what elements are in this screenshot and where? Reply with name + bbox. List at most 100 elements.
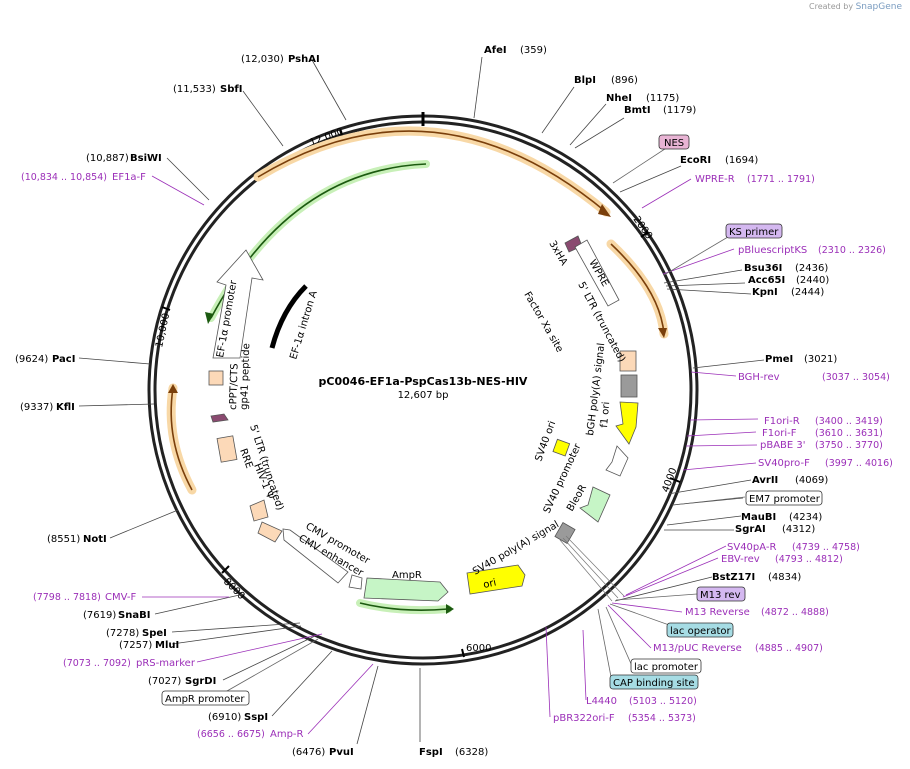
site-l4440[interactable]: L4440: [586, 696, 617, 707]
site-kfli[interactable]: KflI: [56, 402, 75, 413]
site-m13puc-pos: (4885 .. 4907): [755, 643, 823, 654]
site-pbr322[interactable]: pBR322ori-F: [553, 713, 615, 724]
site-ef1a-f[interactable]: EF1a-F: [112, 172, 146, 183]
orange-arc-top-line: [257, 130, 607, 213]
site-f1ori-r[interactable]: F1ori-R: [764, 416, 800, 427]
site-kpni[interactable]: KpnI: [752, 287, 778, 298]
site-nes: NES: [664, 138, 684, 149]
site-em7: EM7 promoter: [749, 494, 821, 505]
site-paci-pos: (9624): [15, 354, 48, 365]
cap-box[interactable]: [609, 674, 699, 690]
site-noti[interactable]: NotI: [83, 534, 107, 545]
site-wpre-r[interactable]: WPRE-R: [695, 174, 735, 185]
ampr-promoter-box[interactable]: [161, 690, 250, 706]
site-m13reverse[interactable]: M13 Reverse: [685, 607, 750, 618]
site-blpi[interactable]: BlpI: [574, 75, 596, 86]
green-arc-bottom-head: [446, 604, 454, 614]
site-m13reverse-pos: (4872 .. 4888): [761, 607, 829, 618]
site-avrii-pos: (4069): [795, 475, 828, 486]
site-sgrai-pos: (4312): [782, 524, 815, 535]
wpre-feature: [574, 239, 620, 307]
site-pvui[interactable]: PvuI: [329, 747, 354, 758]
site-avrii[interactable]: AvrII: [752, 475, 778, 486]
site-pmei[interactable]: PmeI: [765, 354, 793, 365]
label-f1ori: f1 ori: [599, 401, 612, 428]
tick-6000: 6000: [466, 643, 491, 654]
site-sgrai[interactable]: SgrAI: [735, 524, 766, 535]
site-f1ori-f[interactable]: F1ori-F: [762, 428, 797, 439]
branding: Created by SnapGene: [809, 2, 902, 12]
bgh-feature: [619, 350, 637, 372]
site-afei-pos: (359): [520, 45, 547, 56]
site-bsiwi-pos: (10,887): [86, 153, 129, 164]
em7-box[interactable]: [745, 490, 823, 506]
site-spei[interactable]: SpeI: [142, 628, 167, 639]
site-noti-pos: (8551): [47, 534, 80, 545]
site-pbabe3[interactable]: pBABE 3': [760, 440, 806, 451]
site-pbluescript[interactable]: pBluescriptKS: [738, 245, 807, 256]
label-gp41: gp41 peptide: [239, 343, 252, 410]
site-pvui-pos: (6476): [292, 747, 325, 758]
site-mlui-pos: (7257): [119, 640, 152, 651]
nes-box[interactable]: [658, 134, 690, 150]
site-pmei-pos: (3021): [804, 354, 837, 365]
site-l4440-pos: (5103 .. 5120): [629, 696, 697, 707]
site-m13rev: M13 rev: [700, 590, 741, 601]
site-bstz17i[interactable]: BstZ17I: [712, 572, 755, 583]
ks-primer-box[interactable]: [725, 223, 783, 239]
site-pshai[interactable]: PshAI: [288, 54, 320, 65]
site-sbfi[interactable]: SbfI: [220, 84, 242, 95]
site-m13puc[interactable]: M13/pUC Reverse: [653, 643, 742, 654]
plasmid-name: pC0046-EF1a-PspCas13b-NES-HIV: [319, 375, 528, 388]
site-snabi-pos: (7619): [83, 610, 116, 621]
cppt-feature: [208, 370, 224, 386]
site-sgrdi[interactable]: SgrDI: [185, 676, 216, 687]
site-snabi[interactable]: SnaBI: [118, 610, 150, 621]
site-bmti-pos: (1179): [663, 105, 696, 116]
ori-feature: [466, 564, 526, 595]
site-afei[interactable]: AfeI: [484, 45, 507, 56]
bgh-signal-box: [620, 374, 638, 398]
site-sspi[interactable]: SspI: [244, 712, 268, 723]
site-bsiwi[interactable]: BsiWI: [130, 153, 162, 164]
green-arc-left-head: [205, 312, 214, 324]
site-pbr322-pos: (5354 .. 5373): [628, 713, 696, 724]
site-sv40pro-f[interactable]: SV40pro-F: [758, 458, 810, 469]
site-f1ori-f-pos: (3610 .. 3631): [815, 428, 883, 439]
site-bstz17i-pos: (4834): [768, 572, 801, 583]
label-ampr: AmpR: [392, 570, 422, 581]
leader-lines-primers: [142, 175, 759, 735]
site-ecori[interactable]: EcoRI: [680, 155, 711, 166]
sv40pa-feature: [554, 522, 576, 544]
leader-lines-enzymes: [78, 56, 765, 745]
site-fspi[interactable]: FspI: [419, 747, 443, 758]
site-bmti[interactable]: BmtI: [624, 105, 651, 116]
site-amp-r-pos: (6656 .. 6675): [197, 729, 265, 740]
site-amp-r[interactable]: Amp-R: [270, 729, 304, 740]
site-paci[interactable]: PacI: [52, 354, 75, 365]
m13-rev-box[interactable]: [696, 586, 746, 602]
site-ebv-rev[interactable]: EBV-rev: [721, 554, 760, 565]
site-bsu36i[interactable]: Bsu36I: [744, 263, 782, 274]
site-pshai-pos: (12,030): [241, 54, 284, 65]
site-acc65i[interactable]: Acc65I: [748, 275, 785, 286]
ampr-prom-feature: [348, 574, 363, 590]
site-sv40pa-r[interactable]: SV40pA-R: [727, 542, 776, 553]
site-cmv-f[interactable]: CMV-F: [105, 592, 136, 603]
site-wpre-r-pos: (1771 .. 1791): [747, 174, 815, 185]
site-mlui[interactable]: MluI: [155, 640, 179, 651]
site-ebv-rev-pos: (4793 .. 4812): [775, 554, 843, 565]
lac-operator-box[interactable]: [666, 622, 734, 638]
tick-2000: 2000: [631, 214, 655, 241]
site-bgh-rev[interactable]: BGH-rev: [738, 372, 780, 383]
site-nhei[interactable]: NheI: [606, 93, 632, 104]
created-by-text: Created by: [809, 2, 854, 11]
site-prs[interactable]: pRS-marker: [136, 658, 196, 669]
lac-promoter-box[interactable]: [630, 658, 702, 674]
sv40prom-feature: [605, 445, 629, 477]
gp41-feature: [210, 413, 229, 423]
site-kpni-pos: (2444): [791, 287, 824, 298]
site-maubi[interactable]: MauBI: [741, 512, 776, 523]
label-factor-xa: Factor Xa site: [521, 290, 565, 354]
